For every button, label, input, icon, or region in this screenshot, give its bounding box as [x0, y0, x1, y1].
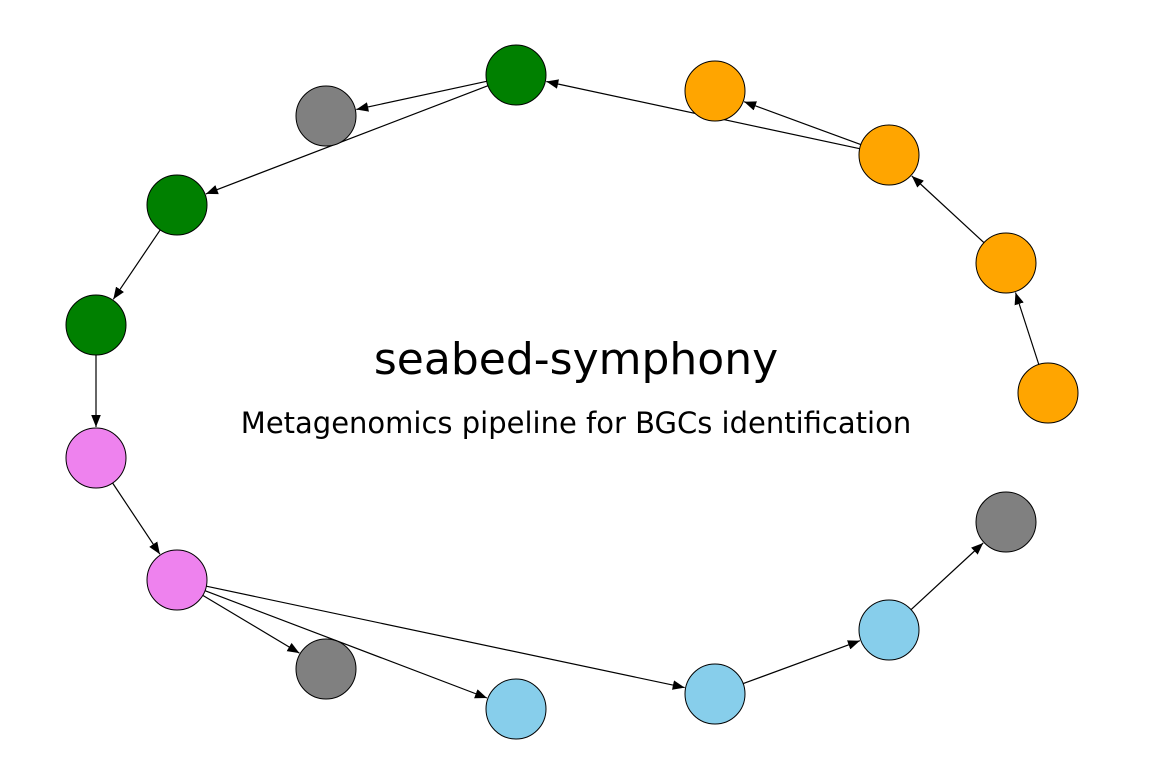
edge-n3-n4	[112, 229, 161, 300]
node-n1-green	[485, 44, 547, 106]
edge-n6-n7	[202, 594, 300, 654]
nodes-layer	[65, 44, 1079, 740]
edge-n1-n3	[205, 85, 489, 195]
edge-n10-n11	[910, 542, 984, 611]
edge-n6-n8	[204, 590, 488, 699]
node-n4-green	[65, 294, 127, 356]
node-n3-green	[146, 174, 208, 236]
node-n9-skyblue	[684, 663, 746, 725]
node-n15-orange	[1017, 362, 1079, 424]
diagram-subtitle: Metagenomics pipeline for BGCs identific…	[240, 406, 912, 440]
edge-n9-n10	[742, 640, 861, 685]
edge-n6-n9	[206, 585, 685, 690]
node-n12-orange	[684, 60, 746, 122]
node-n13-orange	[858, 124, 920, 186]
node-n14-orange	[975, 232, 1037, 294]
node-n10-skyblue	[858, 599, 920, 661]
node-n2-gray	[295, 85, 357, 147]
edge-n5-n6	[112, 482, 161, 555]
edge-n15-n14	[1014, 292, 1040, 365]
node-n5-violet	[65, 427, 127, 489]
node-n11-gray	[975, 491, 1037, 553]
edge-n13-n12	[743, 101, 862, 146]
edge-n14-n13	[911, 175, 985, 244]
node-n8-skyblue	[485, 678, 547, 740]
edge-n1-n2	[356, 80, 487, 112]
node-n7-gray	[295, 638, 357, 700]
node-n6-violet	[146, 549, 208, 611]
diagram-title: seabed-symphony	[373, 334, 779, 385]
